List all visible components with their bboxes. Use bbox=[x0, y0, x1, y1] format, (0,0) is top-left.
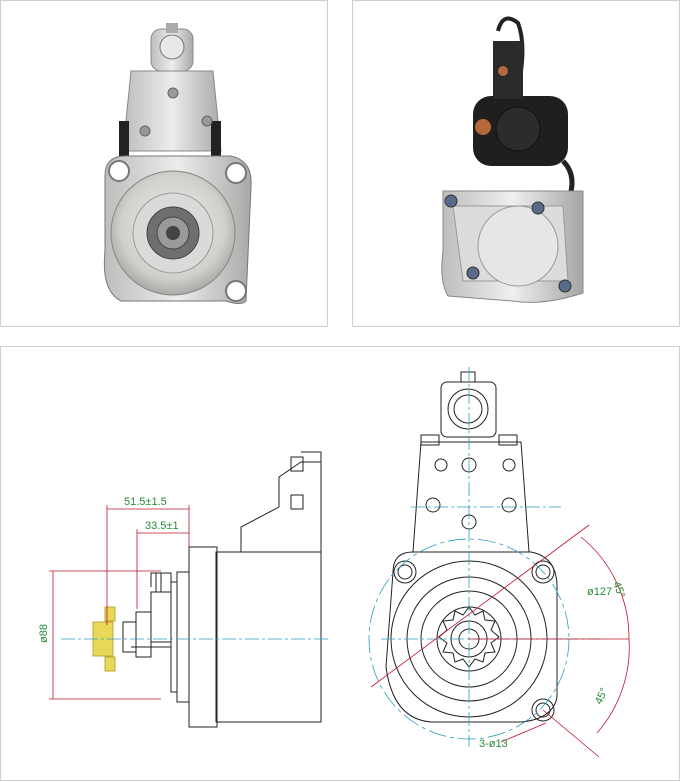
front-view bbox=[385, 371, 558, 723]
dim-holes-label: 3-ø13 bbox=[479, 738, 508, 750]
dim-pinion-offset-label: 33.5±1 bbox=[145, 520, 179, 532]
photo-rear-view-panel bbox=[352, 0, 680, 327]
dim-pinion-diameter-label: ø88 bbox=[38, 624, 50, 643]
photo-front-view-panel bbox=[0, 0, 328, 327]
technical-drawing: 51.5±1.5 33.5±1 ø88 bbox=[38, 367, 630, 758]
dim-angle-bottom-label: 45° bbox=[593, 686, 611, 706]
dim-bolt-circle-label: ø127 bbox=[587, 586, 612, 598]
starter-front-photo bbox=[103, 23, 252, 304]
dim-overhang-label: 51.5±1.5 bbox=[124, 496, 167, 508]
starter-rear-photo bbox=[441, 16, 584, 303]
dim-angle-top-label: 45° bbox=[610, 580, 627, 600]
side-view-body bbox=[215, 551, 322, 723]
technical-drawing-panel: 51.5±1.5 33.5±1 ø88 bbox=[0, 346, 680, 781]
